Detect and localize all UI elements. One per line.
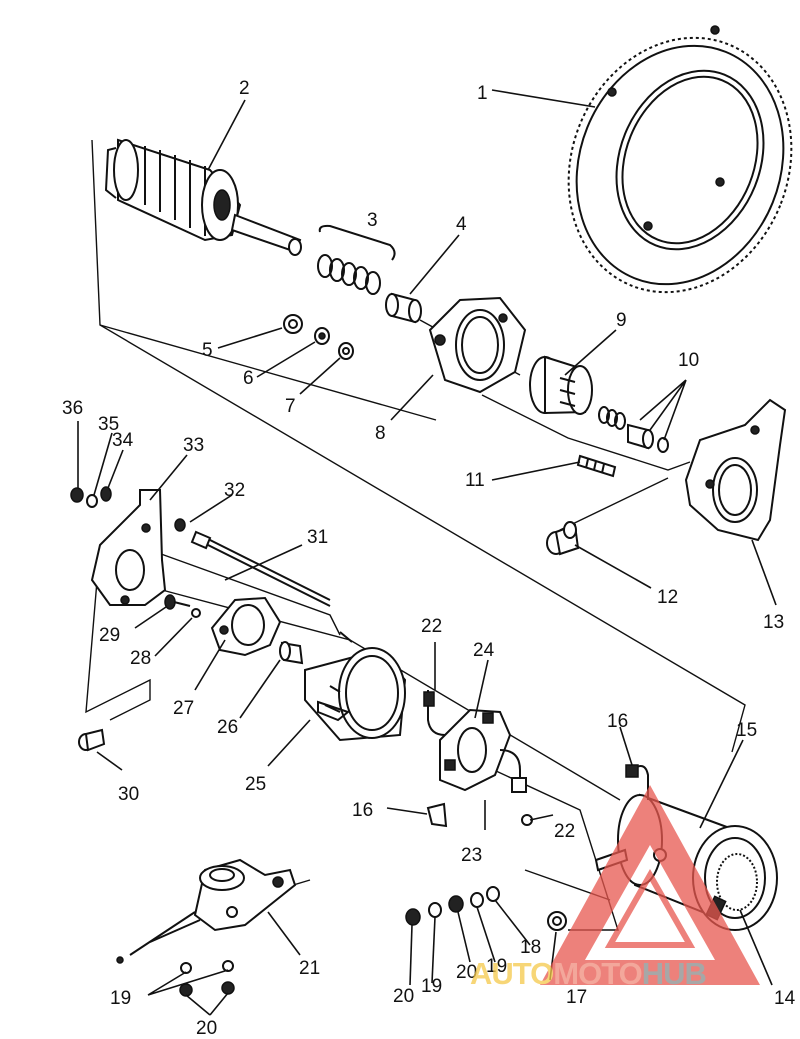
callout-19-right-outer: 19	[421, 976, 442, 997]
callout-11: 11	[465, 470, 485, 491]
callout-17: 17	[566, 987, 587, 1008]
callout-6: 6	[243, 368, 254, 389]
watermark-triangle-logo	[540, 785, 760, 985]
brush-springs-part-3	[288, 224, 396, 295]
watermark-triangle-inner	[604, 868, 696, 948]
callout-18: 18	[520, 937, 541, 958]
callout-24: 24	[473, 640, 495, 661]
drive-pinion-part-9	[529, 355, 593, 415]
callout-19-left: 19	[110, 988, 131, 1009]
armature-part-2	[104, 138, 302, 254]
bushing-part-4	[385, 292, 422, 324]
spring-collar-clip-part-10	[598, 406, 669, 453]
automotohub-watermark: AUTOMOTOHUB	[470, 785, 760, 991]
callout-9: 9	[616, 310, 627, 331]
callout-22-lower: 22	[554, 821, 575, 842]
callout-16-lower: 16	[352, 800, 373, 821]
callout-32: 32	[224, 480, 245, 501]
callout-20-right-inner: 20	[456, 962, 477, 983]
callout-34: 34	[112, 430, 134, 451]
screw-part-30	[78, 728, 106, 752]
callout-30: 30	[118, 784, 139, 805]
callout-1: 1	[477, 83, 488, 104]
callout-12: 12	[657, 587, 678, 608]
bolt-part-12	[546, 521, 580, 556]
ring-gear-part-1	[567, 25, 793, 294]
field-frame-part-25	[304, 631, 407, 742]
watermark-text: AUTOMOTOHUB	[470, 956, 706, 991]
callout-3: 3	[367, 210, 378, 231]
shaft-pin-part-11	[576, 454, 617, 478]
watermark-text-hub: HUB	[642, 956, 706, 991]
wire-terminal-part-16-upper	[625, 764, 649, 800]
callout-19-right-inner: 19	[486, 956, 507, 977]
mounting-bracket-part-33	[90, 489, 167, 606]
callout-2: 2	[239, 78, 250, 99]
fasteners-parts-34-36	[70, 486, 112, 508]
end-cap-part-27	[210, 596, 282, 657]
watermark-text-auto: AUTO	[470, 956, 553, 991]
callout-4: 4	[456, 214, 467, 235]
brush-holder-part-24	[423, 690, 527, 793]
nut-part-32	[174, 518, 186, 532]
watermark-text-moto: MOTO	[553, 956, 641, 991]
callout-14: 14	[774, 988, 796, 1009]
nut-washers-parts-5-6-7	[283, 314, 354, 360]
screws-parts-28-29	[164, 594, 201, 618]
callout-21: 21	[299, 958, 320, 979]
callout-36: 36	[62, 398, 83, 419]
terminal-parts-16-23	[426, 802, 533, 828]
end-plate-part-8	[428, 296, 527, 394]
callout-20-right-outer: 20	[393, 986, 414, 1007]
through-bolt-part-31	[190, 530, 331, 607]
callout-15: 15	[736, 720, 757, 741]
bushing-part-26	[279, 641, 304, 665]
callout-23: 23	[461, 845, 482, 866]
callout-22-upper: 22	[421, 616, 442, 637]
callout-20-left: 20	[196, 1018, 217, 1039]
callout-31: 31	[307, 527, 328, 548]
callout-16-upper: 16	[607, 711, 628, 732]
callout-35: 35	[98, 414, 119, 435]
callout-28: 28	[130, 648, 151, 669]
drive-end-housing-part-13	[684, 398, 787, 542]
callout-26: 26	[217, 717, 238, 738]
leader-lines	[77, 89, 777, 1016]
callout-33: 33	[183, 435, 204, 456]
callout-8: 8	[375, 423, 386, 444]
callout-25: 25	[245, 774, 266, 795]
callout-7: 7	[285, 396, 296, 417]
callout-10: 10	[678, 350, 699, 371]
callout-labels: 1 2 3 4 5 6 7 8 9 10 11 12 13 14 15 16 1…	[62, 78, 796, 1039]
callout-27: 27	[173, 698, 194, 719]
solenoid-part-21	[116, 858, 297, 997]
callout-5: 5	[202, 340, 213, 361]
callout-13: 13	[763, 612, 784, 633]
callout-29: 29	[99, 625, 120, 646]
